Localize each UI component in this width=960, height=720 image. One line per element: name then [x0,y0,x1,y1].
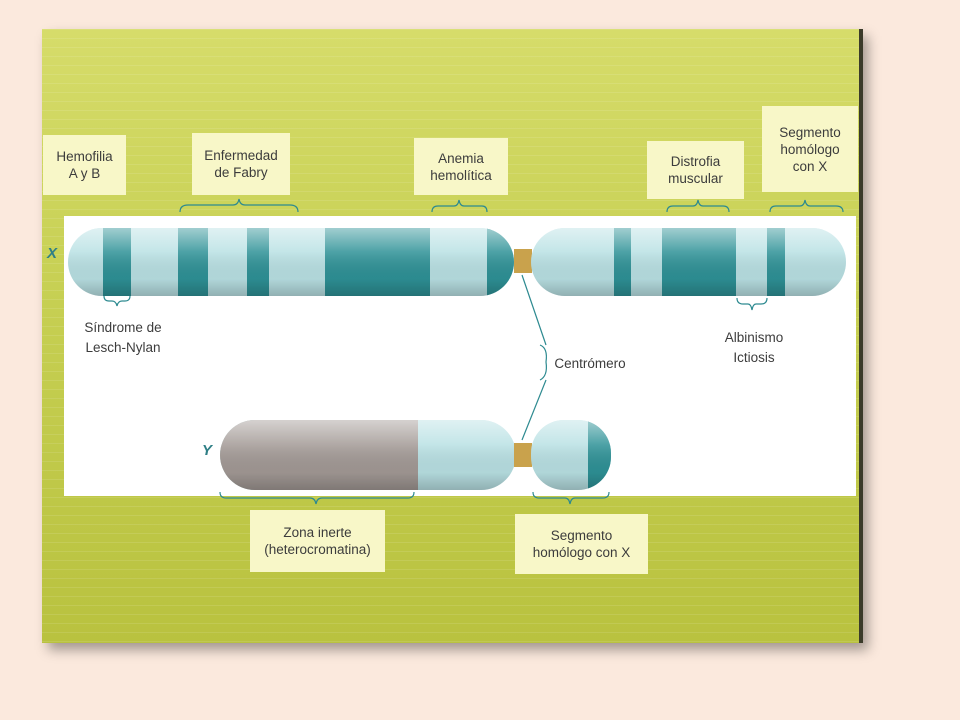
label-lesch-nylan: Síndrome de Lesch-Nylan [84,320,162,355]
y-chromosome-arm-right [531,420,611,490]
brace-distrofia [666,199,730,213]
x-chromosome-arm-left [68,228,514,296]
label-distrofia: Distrofia muscular [647,141,744,199]
y-chromosome-letter: Y [202,442,213,459]
label-centromero: Centrómero [554,356,626,371]
label-segmento-homologo-x: Segmento homólogo con X [762,106,858,192]
slide-edge [859,29,863,643]
x-chromosome-arm-right [531,228,846,296]
brace-lesch [103,295,131,307]
brace-albinismo [736,297,768,311]
y-chromosome-arm-left [220,420,516,490]
label-zona-inerte: Zona inerte (heterocromatina) [250,510,385,572]
brace-fabry [179,198,299,213]
x-top-braces [179,198,844,213]
brace-segmento-x [769,199,844,213]
centromere-pointer [521,274,547,441]
label-anemia: Anemia hemolítica [414,138,508,195]
y-bottom-braces [219,491,610,505]
x-centromere [514,249,532,273]
brace-inert [219,491,415,505]
label-segmento-homologo-y: Segmento homólogo con X [515,514,648,574]
brace-anemia [431,199,488,213]
x-chromosome-letter: X [47,245,58,262]
y-centromere [514,443,532,467]
x-bottom-braces [103,295,768,311]
brace-segmento-y [532,491,610,505]
label-hemofilia: Hemofilia A y B [43,135,126,195]
label-albinismo: Albinismo Ictiosis [724,330,784,365]
label-fabry: Enfermedad de Fabry [192,133,290,195]
